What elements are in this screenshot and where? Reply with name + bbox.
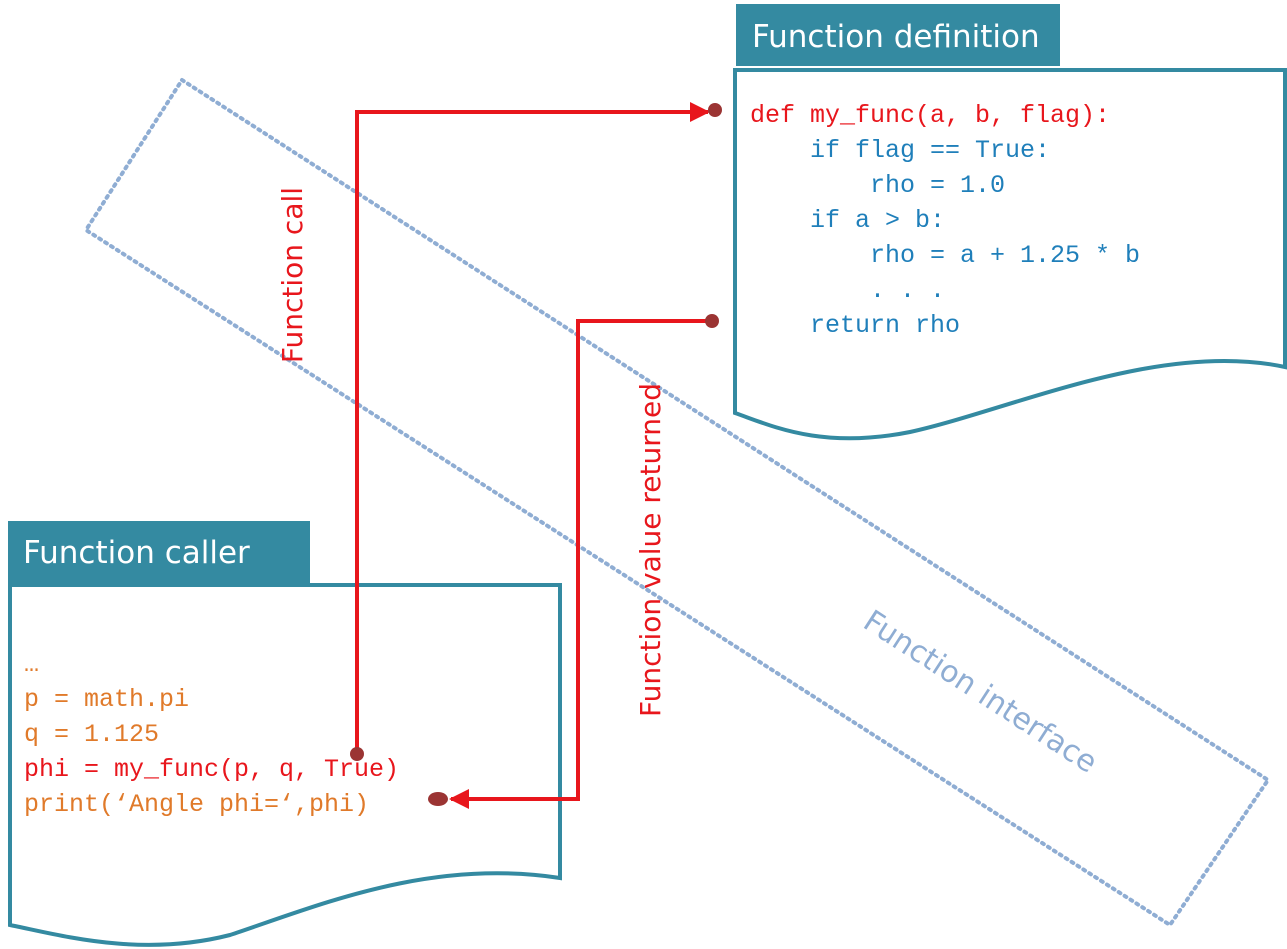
call-target-dot xyxy=(708,103,722,117)
definition-code-line: rho = 1.0 xyxy=(750,171,1005,200)
call-label: Function call xyxy=(276,187,309,363)
returned-label: Function value returned xyxy=(634,383,667,717)
caller-code-line: phi = my_func(p, q, True) xyxy=(24,755,399,784)
return-target-dot xyxy=(428,792,448,806)
call-origin-dot xyxy=(350,747,364,761)
caller-code-line: p = math.pi xyxy=(24,685,189,714)
caller-title: Function caller xyxy=(23,535,250,571)
definition-code: def my_func(a, b, flag): if flag == True… xyxy=(750,101,1140,340)
definition-code-line: rho = a + 1.25 * b xyxy=(750,241,1140,270)
definition-code-line: . . . xyxy=(750,276,945,305)
caller-code-line: … xyxy=(24,650,39,679)
return-origin-dot xyxy=(705,314,719,328)
call-arrow xyxy=(355,102,710,754)
caller-code-line: print(‘Angle phi=‘,phi) xyxy=(24,790,369,819)
definition-code-line: if flag == True: xyxy=(750,136,1050,165)
definition-page xyxy=(733,68,1287,441)
definition-header xyxy=(736,4,1060,66)
caller-header xyxy=(8,521,310,583)
caller-code: … p = math.pi q = 1.125 phi = my_func(p, q,… xyxy=(24,650,399,819)
caller-page xyxy=(8,583,562,947)
definition-code-line: def my_func(a, b, flag): xyxy=(750,101,1110,130)
definition-code-line: return rho xyxy=(750,311,960,340)
caller-code-line: q = 1.125 xyxy=(24,720,159,749)
definition-title: Function definition xyxy=(752,19,1040,55)
definition-code-line: if a > b: xyxy=(750,206,945,235)
interface-band xyxy=(83,77,1271,928)
return-arrow xyxy=(449,319,712,809)
interface-label: Function interface xyxy=(857,604,1103,781)
